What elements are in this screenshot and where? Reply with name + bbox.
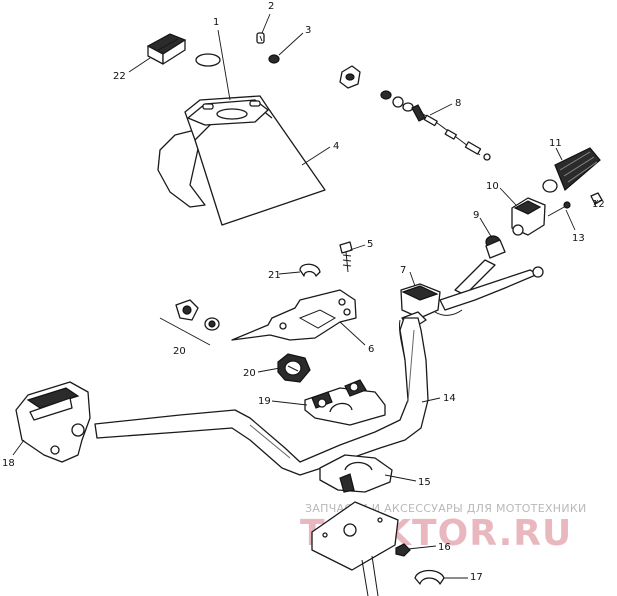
part-17-clamp xyxy=(414,569,445,585)
callout-11: 11 xyxy=(549,138,562,149)
part-21-clamp xyxy=(299,263,321,277)
part-4-headlight-pod xyxy=(157,95,326,226)
leader-lines xyxy=(12,13,599,579)
part-9-lever xyxy=(485,235,506,259)
callout-10: 10 xyxy=(486,181,499,192)
callout-7: 7 xyxy=(400,265,406,276)
callout-1: 1 xyxy=(213,17,219,28)
part-11-grip xyxy=(542,147,601,193)
callout-22: 22 xyxy=(113,71,126,82)
callout-8: 8 xyxy=(455,98,461,109)
callout-21: 21 xyxy=(268,270,281,281)
callout-labels: 1 2 3 4 5 6 7 8 9 10 11 12 13 14 15 16 1… xyxy=(2,1,605,583)
part-13-screw xyxy=(547,201,571,217)
part-12-screw xyxy=(590,192,603,205)
callout-20-right: 20 xyxy=(243,368,256,379)
part-6-bracket-plate xyxy=(231,289,357,341)
part-3-grommet xyxy=(268,54,280,64)
part-10-throttle-housing xyxy=(511,197,546,236)
callout-15: 15 xyxy=(418,477,431,488)
part-8-cable-assembly xyxy=(339,65,491,161)
part-20-clip-left xyxy=(159,299,220,346)
part-20-ignition-switch xyxy=(277,353,311,383)
callout-4: 4 xyxy=(333,141,339,152)
callout-5: 5 xyxy=(367,239,373,250)
callout-2: 2 xyxy=(268,1,274,12)
callout-6: 6 xyxy=(368,344,374,355)
callout-17: 17 xyxy=(470,572,483,583)
callout-19: 19 xyxy=(258,396,271,407)
part-14-handlebar xyxy=(94,317,429,476)
part-16-nut xyxy=(395,543,411,557)
callout-3: 3 xyxy=(305,25,311,36)
part-15-lower-clamp xyxy=(319,454,393,493)
callout-12: 12 xyxy=(592,199,605,210)
steering-post-assembly xyxy=(311,501,399,596)
callout-9: 9 xyxy=(473,210,479,221)
callout-20-left: 20 xyxy=(173,346,186,357)
callout-16: 16 xyxy=(438,542,451,553)
part-5-bolt xyxy=(339,241,353,273)
part-22-switch-block xyxy=(146,33,187,65)
part-1-o-ring xyxy=(195,53,221,67)
callout-13: 13 xyxy=(572,233,585,244)
part-2-screw xyxy=(256,32,265,44)
callout-14: 14 xyxy=(443,393,456,404)
part-19-upper-clamp xyxy=(304,379,386,426)
callout-18: 18 xyxy=(2,458,15,469)
part-18-switch-housing xyxy=(15,381,91,463)
